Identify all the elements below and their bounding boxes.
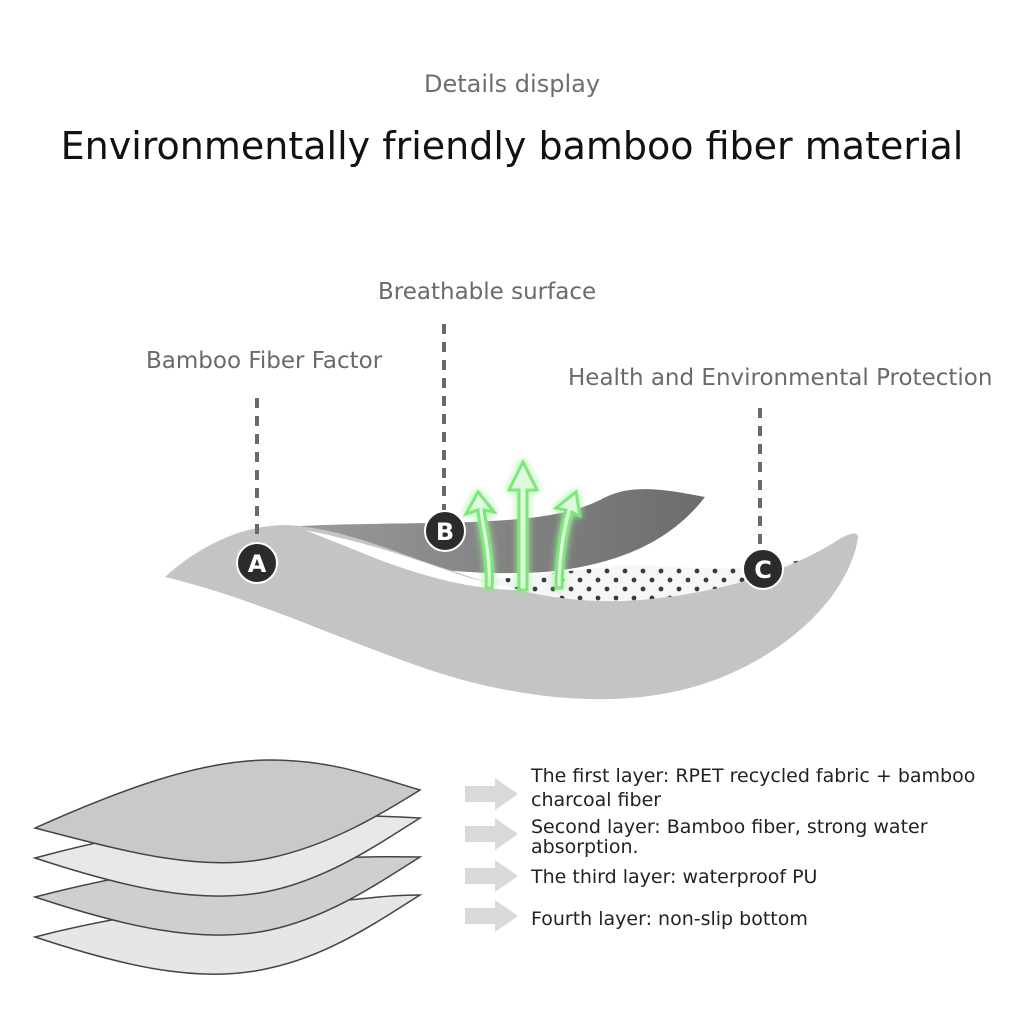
callout-label-a: Bamboo Fiber Factor <box>146 348 383 374</box>
marker-b <box>424 510 466 552</box>
marker-c <box>742 548 784 590</box>
layer-stack <box>32 759 423 976</box>
marker-a-letter: A <box>248 550 267 578</box>
callout-label-b: Breathable surface <box>378 279 597 305</box>
diagram-subtitle: Details display <box>423 70 601 98</box>
callout-label-c: Health and Environmental Protection <box>568 365 993 391</box>
marker-a <box>236 542 278 584</box>
layer-1-line-1: The first layer: RPET recycled fabric + … <box>531 765 976 787</box>
breath-arrow-icon <box>462 458 582 592</box>
layer-3-description: The third layer: waterproof PU <box>531 866 818 888</box>
layer-arrow-icon <box>465 778 518 932</box>
layer-2-line-1: Second layer: Bamboo fiber, strong water <box>531 816 928 838</box>
outer-fabric-layer <box>165 525 858 700</box>
diagram-title: Environmentally friendly bamboo fiber ma… <box>60 124 964 168</box>
layer-1-description: The first layer: RPET recycled fabric + … <box>531 765 975 811</box>
cross-section <box>165 489 858 700</box>
inner-white-gap <box>305 530 520 590</box>
marker-c-letter: C <box>754 556 772 584</box>
layer-1-line-2: charcoal fiber <box>531 789 662 811</box>
layer-2-description: Second layer: Bamboo fiber, strong water… <box>531 816 928 858</box>
layer-2-line-2: absorption. <box>531 836 639 858</box>
stack-layer-1 <box>32 759 422 864</box>
layer-4-description: Fourth layer: non-slip bottom <box>531 908 808 930</box>
marker-b-letter: B <box>436 518 454 546</box>
top-fabric-layer <box>300 489 705 574</box>
